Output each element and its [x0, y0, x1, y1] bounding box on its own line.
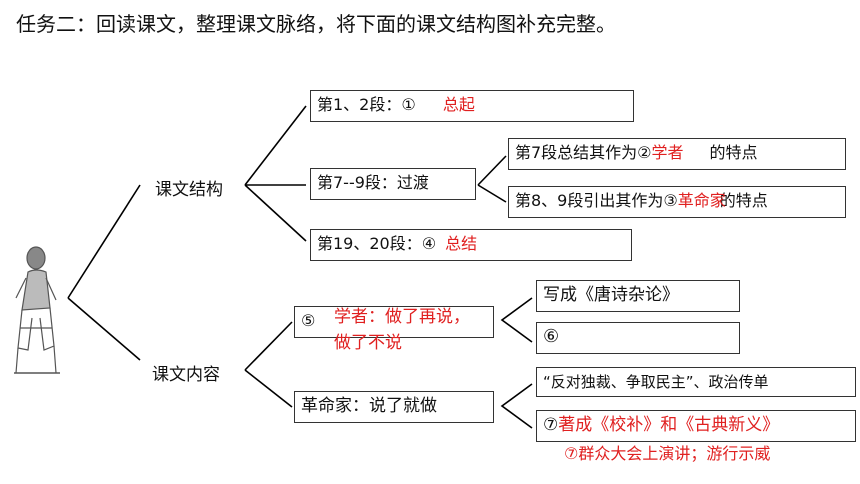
structure-box-1-text: 第1、2段：①: [317, 95, 416, 114]
transition-sub-2-answer: 革命家: [677, 191, 726, 210]
transition-sub-1-answer: 学者: [651, 143, 684, 162]
line-to-structure: [67, 184, 141, 299]
scholar-sub-1-text: 写成《唐诗杂论》: [543, 285, 679, 305]
rev-sub-1: “反对独裁、争取民主”、政治传单: [536, 367, 856, 397]
structure-box-3-text: 第19、20段：④: [317, 234, 437, 253]
transition-sub-1-pre: 第7段总结其作为②: [515, 143, 652, 162]
scholar-sub-1: 写成《唐诗杂论》: [536, 280, 740, 312]
rev-sub-2-marker: ⑦: [543, 415, 559, 435]
transition-sub-1-post: 的特点: [709, 143, 758, 162]
scholar-answer-line2: 做了不说: [334, 333, 402, 353]
line-scholar-chevron: [500, 297, 533, 343]
structure-box-2-text: 第7--9段：过渡: [317, 173, 429, 192]
scholar-box: ⑤: [294, 306, 494, 338]
line-rev-chevron: [500, 383, 533, 429]
content-label: 课文内容: [152, 365, 220, 385]
structure-box-1: 第1、2段：① 总起: [310, 90, 634, 122]
person-seated-sketch-icon: [14, 246, 60, 374]
rev-sub-2: ⑦著成《校补》和《古典新义》: [536, 410, 856, 442]
transition-sub-2-post: 的特点: [719, 191, 768, 210]
rev-sub-1-text: “反对独裁、争取民主”、政治传单: [543, 373, 769, 391]
structure-label: 课文结构: [155, 180, 223, 200]
scholar-answer-line1: 学者：做了再说，: [334, 307, 470, 327]
line-structure-1: [244, 105, 307, 186]
structure-box-1-answer: 总起: [442, 95, 475, 114]
line-content-1: [244, 321, 293, 371]
structure-box-2: 第7--9段：过渡: [310, 168, 476, 200]
scholar-sub-2-text: ⑥: [543, 326, 560, 347]
scholar-marker: ⑤: [301, 311, 316, 330]
transition-sub-2: 第8、9段引出其作为③革命家的特点: [508, 186, 846, 218]
transition-sub-1: 第7段总结其作为②学者 的特点: [508, 138, 846, 170]
scholar-sub-2: ⑥: [536, 322, 740, 354]
transition-sub-2-pre: 第8、9段引出其作为③: [515, 191, 678, 210]
line-trans-1: [477, 155, 507, 186]
revolutionary-text: 革命家：说了就做: [301, 396, 437, 416]
structure-box-3-answer: 总结: [445, 234, 478, 253]
revolutionary-box: 革命家：说了就做: [294, 391, 494, 423]
line-content-2: [244, 369, 293, 408]
line-trans-2: [477, 184, 507, 203]
line-to-content: [67, 297, 141, 361]
line-structure-3: [244, 184, 307, 242]
rev-sub-2-answer: 著成《校补》和《古典新义》: [558, 415, 780, 435]
rev-extra-answer: ⑦群众大会上演讲；游行示威: [564, 444, 771, 463]
structure-box-3: 第19、20段：④ 总结: [310, 229, 632, 261]
task-title: 任务二：回读课文，整理课文脉络，将下面的课文结构图补充完整。: [16, 12, 616, 36]
